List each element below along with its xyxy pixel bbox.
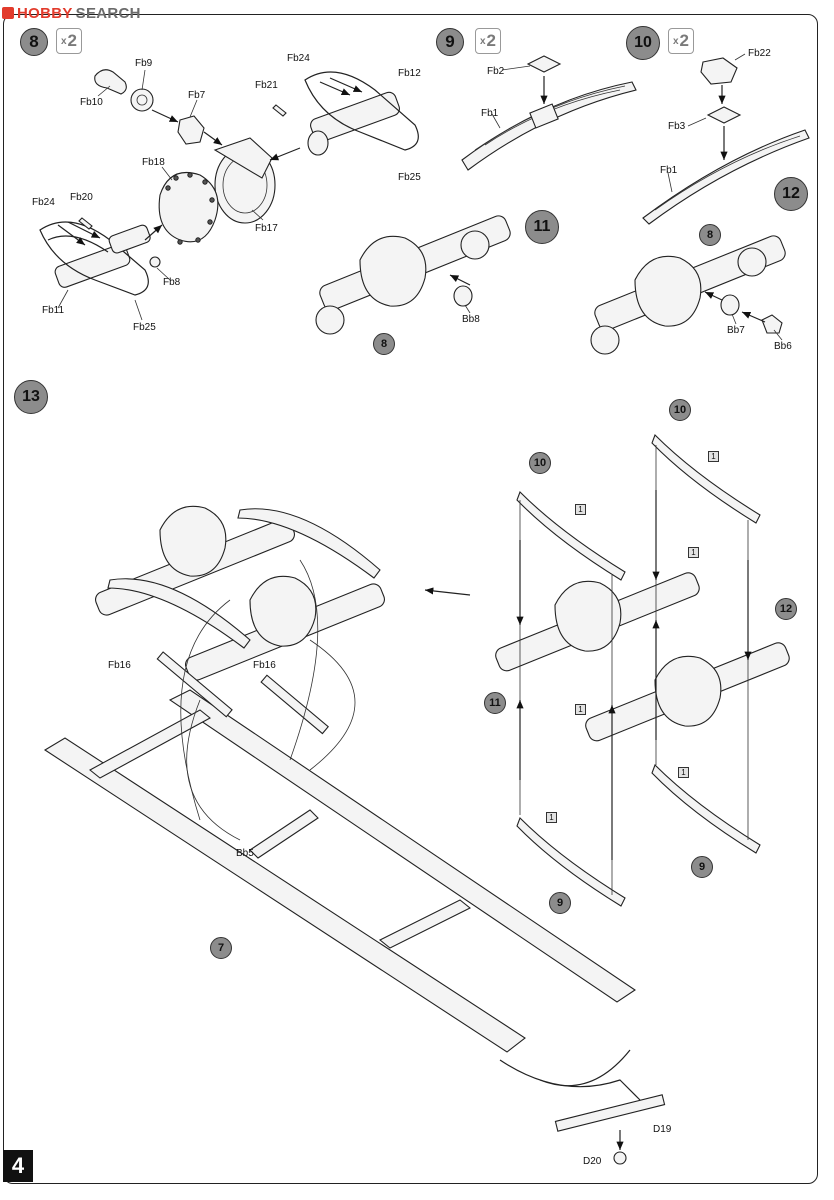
label-fb8: Fb8 (163, 277, 181, 288)
sub-marker-1: 1 (575, 504, 586, 515)
sub-marker-2: 1 (708, 451, 719, 462)
step10-art (642, 57, 810, 225)
multiplier-x: x (479, 35, 486, 47)
multiplier-value: 2 (486, 31, 497, 50)
callout-step10-top: 10 (669, 399, 691, 421)
label-fb7: Fb7 (188, 90, 206, 101)
multiplier-value: 2 (679, 31, 690, 50)
label-fb12: Fb12 (398, 68, 421, 79)
callout-step11: 11 (484, 692, 506, 714)
callout-step9-left: 9 (549, 892, 571, 914)
sub-marker-5: 1 (678, 767, 689, 778)
leader-lines (57, 53, 783, 341)
label-fb24-left: Fb24 (32, 197, 55, 208)
callout-step10-left: 10 (529, 452, 551, 474)
label-fb1-step9: Fb1 (481, 108, 499, 119)
sub-marker-6: 1 (546, 812, 557, 823)
label-fb25-right: Fb25 (398, 172, 421, 183)
label-d19: D19 (653, 1124, 672, 1135)
step11-art (315, 215, 511, 335)
label-fb2: Fb2 (487, 66, 505, 77)
multiplier-x: x (672, 35, 679, 47)
label-fb3: Fb3 (668, 121, 686, 132)
step-10-number: 10 (626, 26, 660, 60)
step-12-number: 12 (774, 177, 808, 211)
label-fb16-right: Fb16 (253, 660, 276, 671)
label-fb24-right: Fb24 (287, 53, 310, 64)
label-fb17: Fb17 (255, 223, 278, 234)
label-fb22: Fb22 (748, 48, 771, 59)
label-fb11: Fb11 (42, 305, 65, 316)
label-bb7: Bb7 (727, 325, 745, 336)
callout-step9-right: 9 (691, 856, 713, 878)
label-fb10: Fb10 (80, 97, 103, 108)
watermark-logo: HOBBY SEARCH (2, 2, 141, 24)
label-fb21: Fb21 (255, 80, 278, 91)
label-fb25-left: Fb25 (133, 322, 156, 333)
label-fb1-step10: Fb1 (660, 165, 678, 176)
callout-step7: 7 (210, 937, 232, 959)
step-13-number: 13 (14, 380, 48, 414)
label-fb20: Fb20 (70, 192, 93, 203)
label-d20: D20 (583, 1156, 602, 1167)
step-8-number: 8 (20, 28, 48, 56)
step13-art (43, 505, 666, 1165)
multiplier-x: x (60, 35, 67, 47)
callout-step8-in-step11: 8 (373, 333, 395, 355)
step9-art (461, 55, 637, 171)
callout-step8-in-step12: 8 (699, 224, 721, 246)
label-fb16-left: Fb16 (108, 660, 131, 671)
callout-step12: 12 (775, 598, 797, 620)
step12-art (590, 235, 786, 355)
watermark-brand: HOBBY (17, 4, 73, 22)
multiplier-value: 2 (67, 31, 78, 50)
step13-exploded-art (495, 434, 790, 907)
label-fb18: Fb18 (142, 157, 165, 168)
page-border (3, 14, 818, 1184)
sub-marker-4: 1 (575, 704, 586, 715)
label-fb9: Fb9 (135, 58, 153, 69)
step8-art (39, 69, 419, 296)
step-9-number: 9 (436, 28, 464, 56)
step-11-number: 11 (525, 210, 559, 244)
sub-marker-3: 1 (688, 547, 699, 558)
label-bb6: Bb6 (774, 341, 792, 352)
watermark-suffix: SEARCH (75, 4, 141, 22)
hobby-logo-icon (2, 7, 14, 19)
page-number: 4 (3, 1150, 33, 1182)
label-bb5: Bb5 (236, 848, 254, 859)
label-bb8: Bb8 (462, 314, 480, 325)
